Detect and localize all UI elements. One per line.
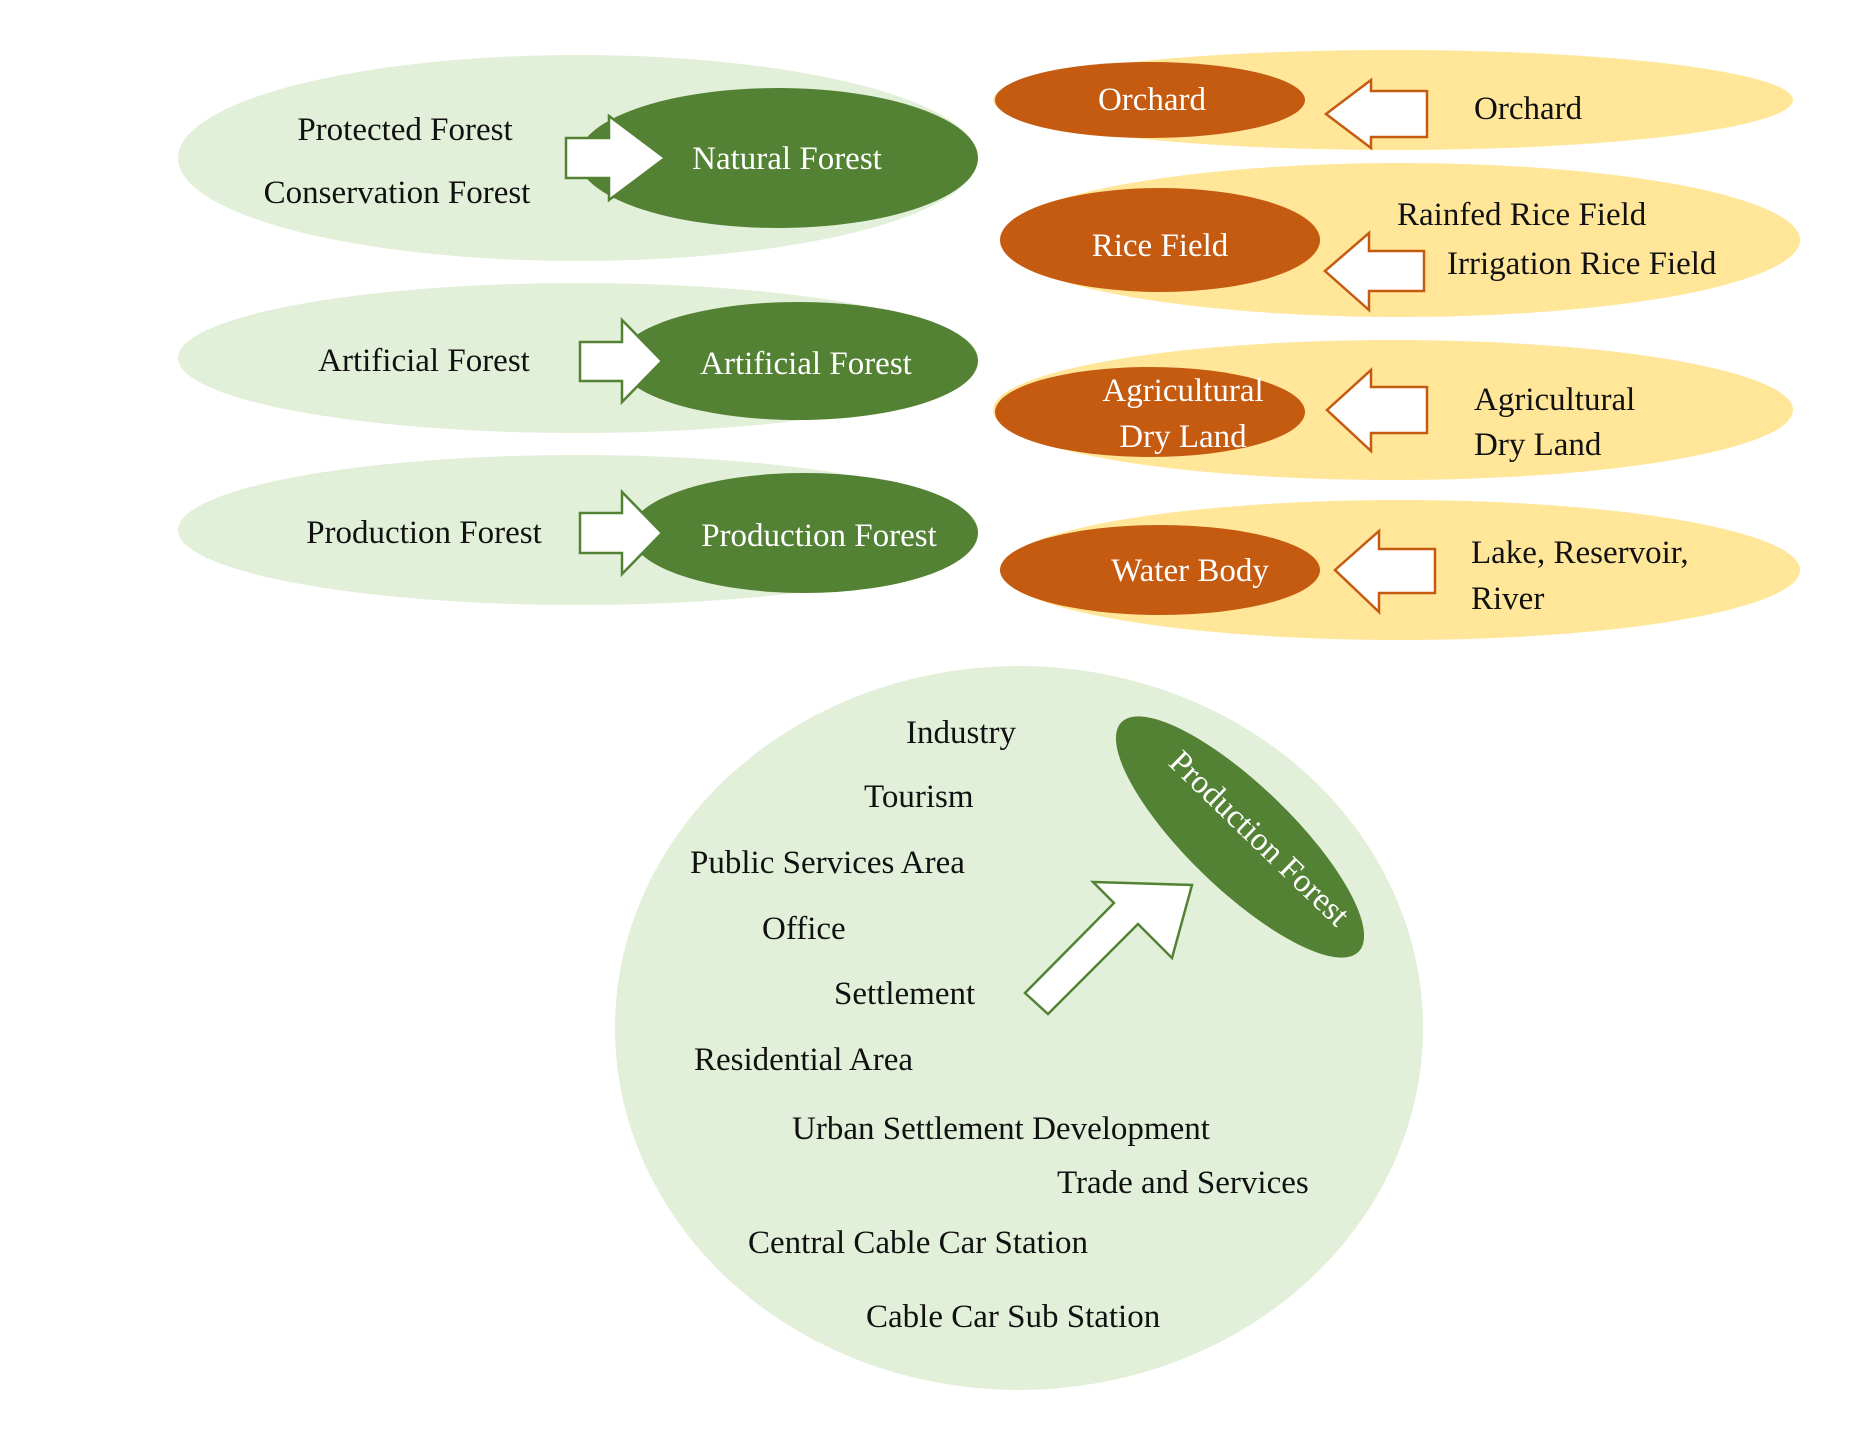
source-label: Industry	[906, 715, 1016, 751]
target-label: Rice Field	[1092, 228, 1229, 264]
source-label: Public Services Area	[690, 845, 965, 881]
target-label: Orchard	[1098, 82, 1207, 118]
source-label: Lake, Reservoir,	[1471, 535, 1689, 571]
forest-group-artificial: Artificial Forest Artificial Forest	[178, 283, 978, 433]
source-label: Protected Forest	[297, 112, 512, 148]
conversion-arrow-right	[578, 316, 664, 406]
target-ellipse	[1000, 188, 1320, 292]
target-label: Agricultural	[1102, 373, 1263, 409]
source-label: Agricultural	[1474, 382, 1635, 418]
conversion-arrow-diagonal	[1023, 880, 1194, 1016]
target-label: Dry Land	[1119, 419, 1247, 455]
conversion-arrow-right	[564, 113, 668, 203]
source-label: Dry Land	[1474, 427, 1602, 463]
agri-group-dry-land: Agricultural Dry Land Agricultural Dry L…	[993, 340, 1793, 480]
target-label: Production Forest	[701, 518, 937, 554]
source-label: Conservation Forest	[264, 175, 531, 211]
source-label: Office	[762, 911, 846, 947]
target-ellipse	[630, 473, 978, 593]
source-label: Central Cable Car Station	[748, 1225, 1088, 1261]
source-label: Production Forest	[306, 515, 542, 551]
target-ellipse	[618, 302, 978, 420]
target-ellipse	[578, 88, 978, 228]
target-label: Water Body	[1111, 553, 1269, 589]
target-ellipse	[1115, 716, 1365, 958]
conversion-arrow-left	[1333, 528, 1437, 615]
target-ellipse	[1000, 525, 1320, 615]
target-label: Natural Forest	[692, 141, 882, 177]
target-ellipse	[995, 62, 1305, 138]
source-label: Artificial Forest	[318, 343, 530, 379]
conversion-arrow-left	[1325, 367, 1429, 454]
agri-group-water-body: Water Body Lake, Reservoir, River	[1000, 500, 1800, 640]
source-label: Urban Settlement Development	[792, 1111, 1210, 1147]
source-label: Trade and Services	[1057, 1165, 1309, 1201]
source-label: Irrigation Rice Field	[1447, 246, 1717, 282]
agri-group-rice-field: Rice Field Rainfed Rice Field Irrigation…	[1000, 163, 1800, 317]
target-ellipse	[995, 367, 1305, 457]
forest-group-production: Production Forest Production Forest	[178, 455, 978, 605]
source-label: River	[1471, 581, 1544, 617]
source-label: Residential Area	[694, 1042, 913, 1078]
target-label: Artificial Forest	[700, 346, 912, 382]
source-label: Orchard	[1474, 91, 1583, 127]
conversion-arrow-right	[578, 488, 664, 578]
source-label: Cable Car Sub Station	[866, 1299, 1160, 1335]
source-circle	[615, 666, 1423, 1390]
conversion-arrow-left	[1323, 77, 1429, 151]
source-label: Settlement	[834, 976, 975, 1012]
forest-group-natural: Protected Forest Conservation Forest Nat…	[178, 55, 978, 261]
source-label: Rainfed Rice Field	[1397, 197, 1647, 233]
agri-group-orchard: Orchard Orchard	[993, 50, 1793, 151]
source-label: Tourism	[864, 779, 974, 815]
bottom-group-production-forest: Production Forest Industry Tourism Publi…	[615, 666, 1423, 1390]
conversion-arrow-left	[1323, 230, 1426, 313]
